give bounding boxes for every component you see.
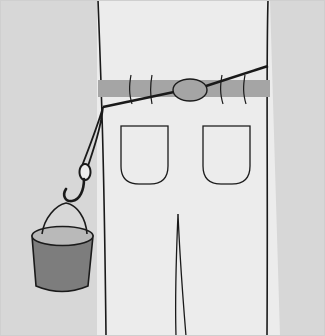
pail-rim: [32, 227, 93, 246]
trousers-icon: [97, 0, 280, 336]
right-seam: [267, 0, 268, 336]
belt-knot: [173, 79, 207, 101]
cord-loop: [80, 164, 91, 180]
